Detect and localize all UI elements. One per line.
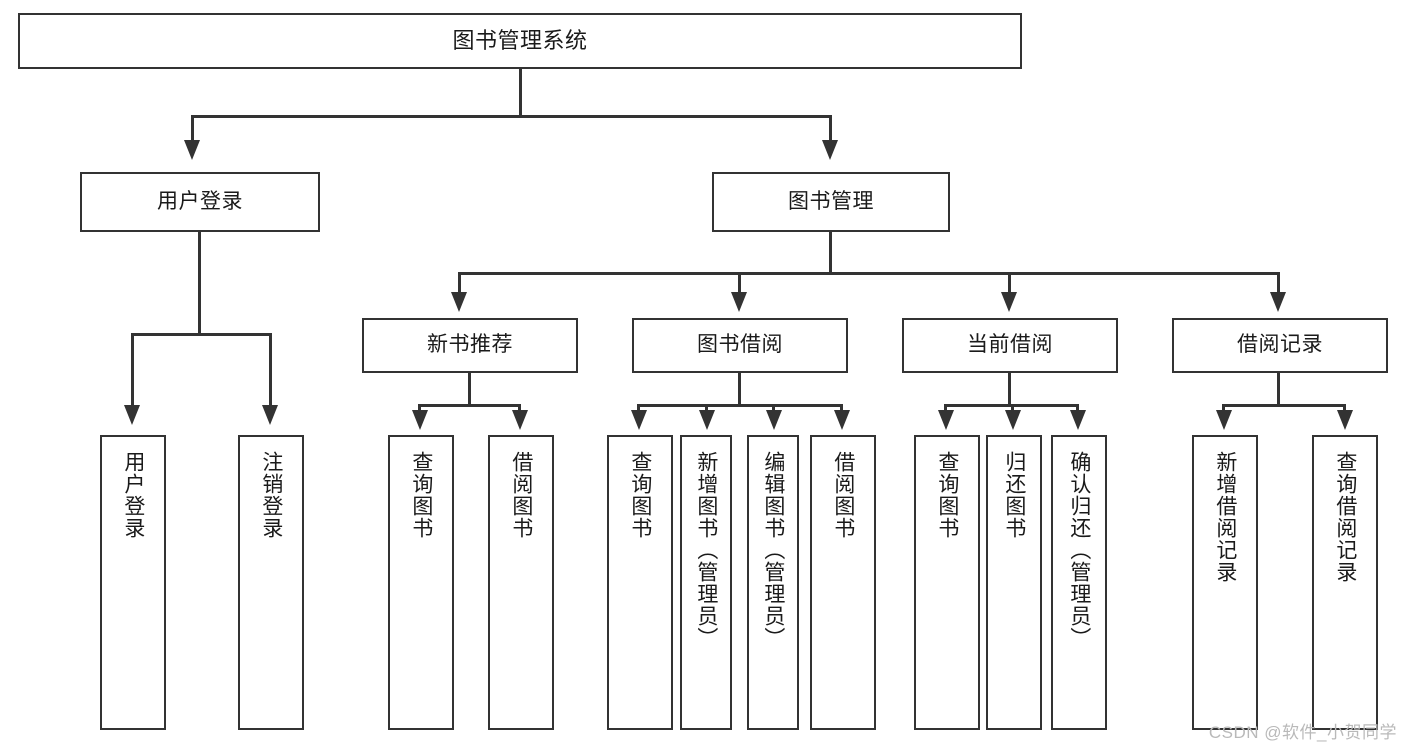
edge-bm-to-current-borrow <box>1008 272 1011 294</box>
edge-br-to-leaf-2 <box>1343 404 1346 414</box>
edge-bb-to-leaf-2 <box>705 404 708 414</box>
arrowhead-leaf-query-book-1 <box>412 410 428 430</box>
edge-nbr-to-leaf-1 <box>418 404 421 414</box>
arrowhead-leaf-add-borrow-record <box>1216 410 1232 430</box>
edge-br-to-leaf-1 <box>1222 404 1225 414</box>
node-leaf-add-borrow-record-label: 新增借阅记录 <box>1213 451 1237 583</box>
node-leaf-add-book-admin[interactable]: 新增图书（管理员） <box>680 435 732 730</box>
edge-root-distributor-bar <box>191 115 831 118</box>
watermark: CSDN @软件_小贺同学 <box>1208 723 1397 742</box>
arrowhead-to-user-login <box>184 140 200 160</box>
node-book-management-label: 图书管理 <box>788 189 874 213</box>
arrowhead-current-borrow <box>1001 292 1017 312</box>
node-new-book-recommend[interactable]: 新书推荐 <box>362 318 578 373</box>
edge-user-login-to-leaf-2 <box>269 333 272 407</box>
node-leaf-user-login[interactable]: 用户登录 <box>100 435 166 730</box>
node-leaf-borrow-book-1[interactable]: 借阅图书 <box>488 435 554 730</box>
node-leaf-return-book[interactable]: 归还图书 <box>986 435 1042 730</box>
edge-br-trunk <box>1277 373 1280 407</box>
edge-root-to-book-management <box>829 115 832 143</box>
node-leaf-confirm-return-admin[interactable]: 确认归还（管理员） <box>1051 435 1107 730</box>
edge-cb-to-leaf-1 <box>944 404 947 414</box>
node-leaf-edit-book-admin[interactable]: 编辑图书（管理员） <box>747 435 799 730</box>
node-leaf-logout-login[interactable]: 注销登录 <box>238 435 304 730</box>
arrowhead-leaf-borrow-book-1 <box>512 410 528 430</box>
edge-bm-to-new-book-recommend <box>458 272 461 294</box>
edge-bb-trunk <box>738 373 741 407</box>
edge-bb-to-leaf-1 <box>637 404 640 414</box>
node-leaf-user-login-label: 用户登录 <box>121 451 145 539</box>
edge-cb-trunk <box>1008 373 1011 407</box>
node-leaf-borrow-book-1-label: 借阅图书 <box>509 451 533 539</box>
edge-bm-to-borrow-record <box>1277 272 1280 294</box>
node-leaf-query-book-2[interactable]: 查询图书 <box>607 435 673 730</box>
arrowhead-borrow-record <box>1270 292 1286 312</box>
node-leaf-borrow-book-2[interactable]: 借阅图书 <box>810 435 876 730</box>
arrowhead-leaf-confirm-return-admin <box>1070 410 1086 430</box>
node-user-login-label: 用户登录 <box>157 189 243 213</box>
arrowhead-leaf-query-book-3 <box>938 410 954 430</box>
arrowhead-leaf-user-login <box>124 405 140 425</box>
edge-bm-to-book-borrow <box>738 272 741 294</box>
edge-book-management-bar <box>458 272 1280 275</box>
node-leaf-query-book-3[interactable]: 查询图书 <box>914 435 980 730</box>
arrowhead-leaf-borrow-book-2 <box>834 410 850 430</box>
arrowhead-new-book-recommend <box>451 292 467 312</box>
edge-bb-bar <box>637 404 842 407</box>
node-leaf-logout-login-label: 注销登录 <box>259 451 283 539</box>
arrowhead-leaf-query-borrow-record <box>1337 410 1353 430</box>
edge-root-to-user-login <box>191 115 194 143</box>
node-leaf-add-borrow-record[interactable]: 新增借阅记录 <box>1192 435 1258 730</box>
node-new-book-recommend-label: 新书推荐 <box>427 333 513 357</box>
node-book-borrow-label: 图书借阅 <box>697 333 783 357</box>
node-borrow-record[interactable]: 借阅记录 <box>1172 318 1388 373</box>
edge-bb-to-leaf-3 <box>772 404 775 414</box>
node-current-borrow[interactable]: 当前借阅 <box>902 318 1118 373</box>
node-leaf-query-book-1-label: 查询图书 <box>409 451 433 539</box>
edge-cb-to-leaf-3 <box>1076 404 1079 414</box>
edge-user-login-trunk <box>198 232 201 335</box>
edge-user-login-bar <box>131 333 269 336</box>
node-leaf-confirm-return-admin-label: 确认归还（管理员） <box>1067 451 1091 649</box>
arrowhead-leaf-logout-login <box>262 405 278 425</box>
edge-user-login-to-leaf-1 <box>131 333 134 407</box>
node-user-login[interactable]: 用户登录 <box>80 172 320 232</box>
node-leaf-edit-book-admin-label: 编辑图书（管理员） <box>761 451 785 649</box>
node-leaf-borrow-book-2-label: 借阅图书 <box>831 451 855 539</box>
arrowhead-book-borrow <box>731 292 747 312</box>
node-book-borrow[interactable]: 图书借阅 <box>632 318 848 373</box>
node-leaf-return-book-label: 归还图书 <box>1002 451 1026 539</box>
edge-cb-to-leaf-2 <box>1011 404 1014 414</box>
node-leaf-query-book-3-label: 查询图书 <box>935 451 959 539</box>
arrowhead-to-book-management <box>822 140 838 160</box>
node-leaf-add-book-admin-label: 新增图书（管理员） <box>694 451 718 649</box>
node-leaf-query-book-2-label: 查询图书 <box>628 451 652 539</box>
node-borrow-record-label: 借阅记录 <box>1237 333 1323 357</box>
node-root-label: 图书管理系统 <box>452 28 588 54</box>
node-root-book-management-system[interactable]: 图书管理系统 <box>18 13 1022 69</box>
edge-nbr-to-leaf-2 <box>518 404 521 414</box>
edge-bb-to-leaf-4 <box>840 404 843 414</box>
node-current-borrow-label: 当前借阅 <box>967 333 1053 357</box>
arrowhead-leaf-add-book-admin <box>699 410 715 430</box>
node-leaf-query-borrow-record[interactable]: 查询借阅记录 <box>1312 435 1378 730</box>
arrowhead-leaf-query-book-2 <box>631 410 647 430</box>
arrowhead-leaf-edit-book-admin <box>766 410 782 430</box>
arrowhead-leaf-return-book <box>1005 410 1021 430</box>
edge-root-trunk <box>519 69 522 117</box>
edge-nbr-bar <box>418 404 521 407</box>
edge-br-bar <box>1222 404 1346 407</box>
node-leaf-query-book-1[interactable]: 查询图书 <box>388 435 454 730</box>
node-leaf-query-borrow-record-label: 查询借阅记录 <box>1333 451 1357 583</box>
edge-nbr-trunk <box>468 373 471 407</box>
edge-book-management-trunk <box>829 232 832 274</box>
node-book-management[interactable]: 图书管理 <box>712 172 950 232</box>
